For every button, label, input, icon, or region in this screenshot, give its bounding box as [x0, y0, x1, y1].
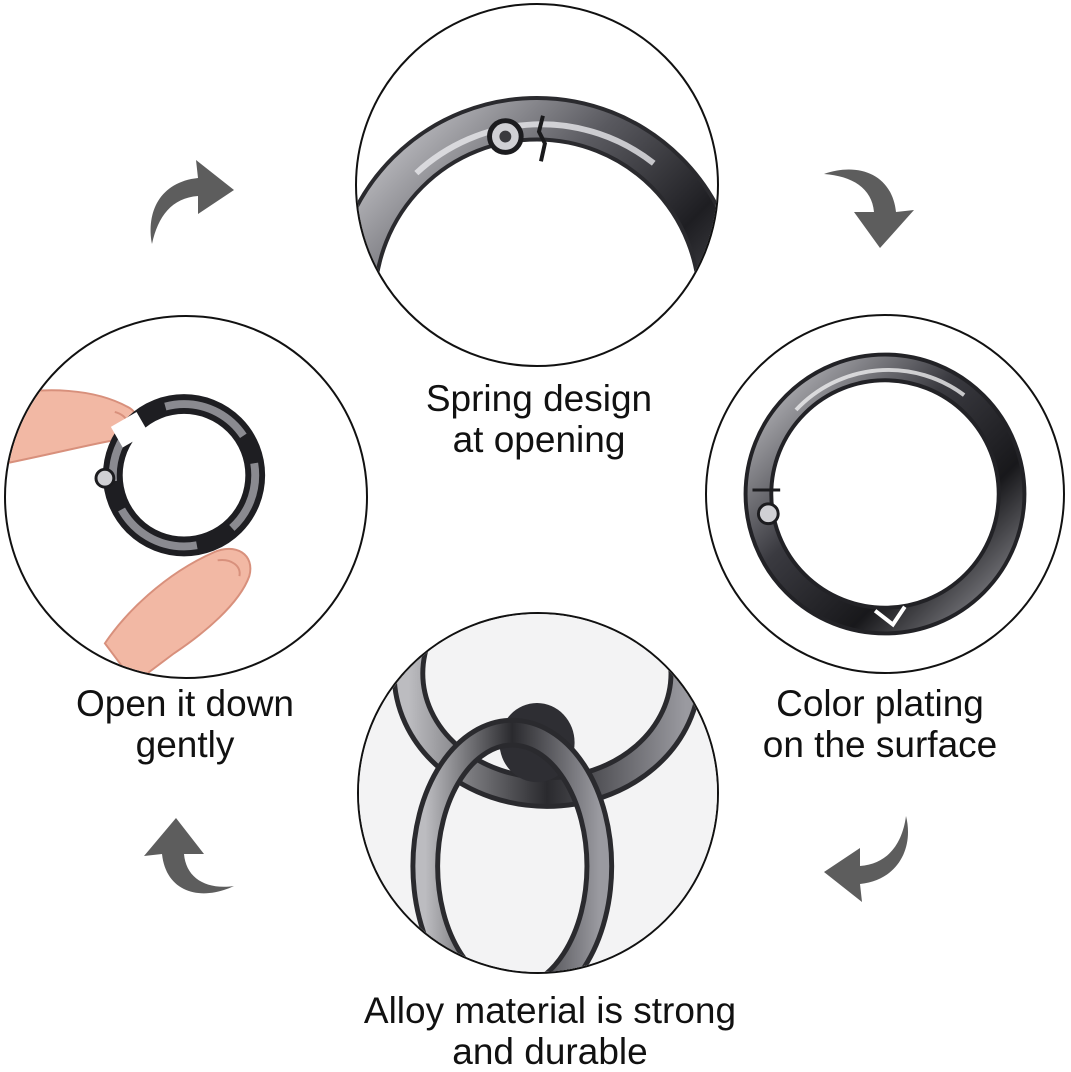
caption-line: Spring design	[425, 378, 653, 419]
spring-design-photo	[355, 3, 719, 367]
plated-ring-illustration	[743, 352, 1027, 636]
caption-line: Alloy material is strong	[363, 990, 737, 1031]
open-ring-photo	[4, 315, 368, 679]
caption-color-plating: Color plating on the surface	[735, 683, 1025, 765]
hand-opening-ring-illustration	[6, 389, 266, 677]
curved-arrow-icon	[140, 152, 240, 252]
curved-arrow-icon	[818, 808, 918, 908]
caption-line: and durable	[452, 1031, 648, 1072]
linked-rings-illustration	[359, 614, 717, 972]
caption-line: Color plating	[776, 683, 984, 724]
caption-open-gently: Open it down gently	[40, 683, 330, 765]
ring-closeup-illustration	[357, 96, 717, 365]
alloy-material-photo	[357, 612, 719, 974]
caption-line: gently	[135, 724, 235, 765]
caption-line: Open it down	[75, 683, 295, 724]
curved-arrow-icon	[818, 152, 918, 252]
caption-spring-design: Spring design at opening	[398, 378, 680, 460]
caption-line: on the surface	[762, 724, 998, 765]
color-plating-photo	[705, 314, 1065, 674]
caption-line: at opening	[452, 419, 626, 460]
caption-alloy-material: Alloy material is strong and durable	[330, 990, 770, 1072]
curved-arrow-icon	[140, 812, 240, 912]
